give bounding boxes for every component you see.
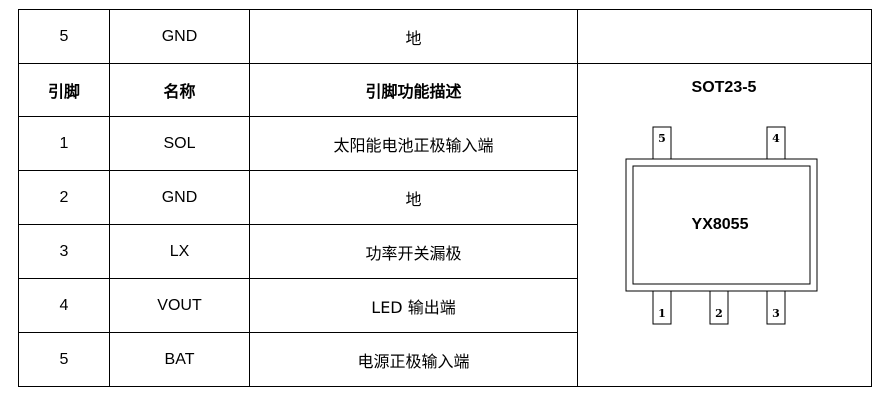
pin-4-label: 4	[772, 132, 780, 145]
pin-3-label: 3	[772, 307, 780, 320]
pin-3-lead: 3	[766, 290, 786, 325]
table-row: 2 GND 地	[18, 170, 872, 225]
pin-2-lead: 2	[709, 290, 729, 325]
table-row: 5 BAT 电源正极输入端	[18, 332, 872, 387]
package-diagram: SOT23-5 5 4 YX8055	[625, 79, 818, 325]
pin-name-cell: GND	[109, 9, 250, 64]
header-description: 引脚功能描述	[249, 63, 578, 117]
pin-number-cell: 4	[18, 278, 110, 333]
table-row: 4 VOUT LED 输出端	[18, 278, 872, 333]
pin-name-cell: VOUT	[109, 278, 250, 333]
pin-name-cell: SOL	[109, 116, 250, 171]
pin-description-cell: 地	[249, 170, 578, 225]
pin-number-cell: 2	[18, 170, 110, 225]
table-header-row: 引脚 名称 引脚功能描述 SOT23-5 5 4	[18, 63, 872, 387]
pin-number-cell: 5	[18, 332, 110, 387]
pin-5-label: 5	[658, 132, 666, 145]
pin-name-cell: LX	[109, 224, 250, 279]
pin-2-label: 2	[715, 307, 723, 320]
package-diagram-cell: SOT23-5 5 4 YX8055	[577, 63, 872, 387]
table-row: 3 LX 功率开关漏极	[18, 224, 872, 279]
pin-5-lead: 5	[652, 126, 672, 160]
empty-cell	[577, 9, 872, 64]
pin-number-cell: 3	[18, 224, 110, 279]
pin-table: 5 GND 地 引脚 名称 引脚功能描述 SOT23-5 5 4	[18, 9, 872, 387]
pin-number-cell: 1	[18, 116, 110, 171]
pin-description-cell: LED 输出端	[249, 278, 578, 333]
pin-description-cell: 电源正极输入端	[249, 332, 578, 387]
header-pin: 引脚	[18, 63, 110, 117]
package-type-label: SOT23-5	[692, 79, 757, 96]
pin-1-label: 1	[658, 307, 666, 320]
pin-description-cell: 地	[249, 9, 578, 64]
pin-1-lead: 1	[652, 290, 672, 325]
chip-name: YX8055	[692, 216, 749, 233]
pin-name-cell: GND	[109, 170, 250, 225]
pin-4-lead: 4	[766, 126, 786, 160]
pin-name-cell: BAT	[109, 332, 250, 387]
pin-number-cell: 5	[18, 9, 110, 64]
pin-description-cell: 功率开关漏极	[249, 224, 578, 279]
chip-body: YX8055	[625, 158, 818, 292]
header-name: 名称	[109, 63, 250, 117]
pin-description-cell: 太阳能电池正极输入端	[249, 116, 578, 171]
table-row: 1 SOL 太阳能电池正极输入端	[18, 116, 872, 171]
table-row: 5 GND 地	[18, 9, 872, 64]
